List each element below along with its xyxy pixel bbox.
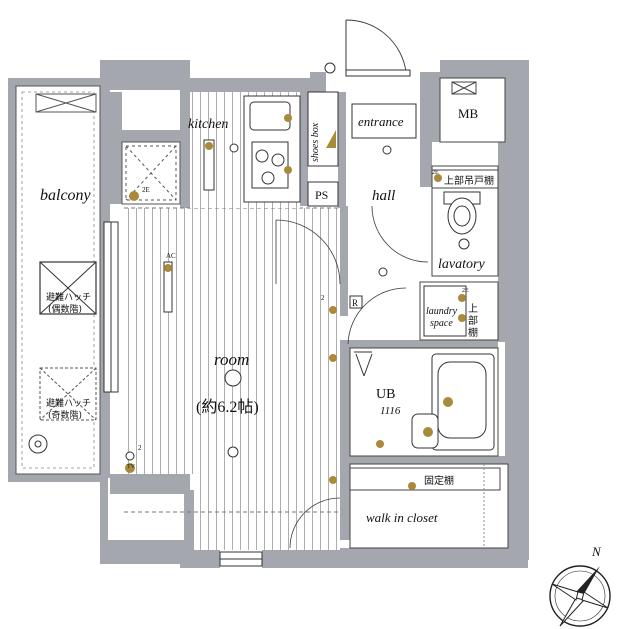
entrance-area: entrance hall xyxy=(324,19,429,345)
unit-bath-area: UB 1116 xyxy=(349,347,499,457)
svg-text:2E: 2E xyxy=(462,288,469,294)
walk-in-closet-area: 固定棚 walk in closet xyxy=(349,463,509,549)
svg-text:AC: AC xyxy=(166,252,176,260)
ps-label: PS xyxy=(315,188,328,202)
balcony-area: balcony 避難ハッチ (偶数階) 避難ハッチ (奇数階) xyxy=(15,85,101,475)
evacuation-hatch-even-icon xyxy=(39,261,97,315)
upper-shelf-label-2: 部 xyxy=(468,314,478,327)
svg-text:2E: 2E xyxy=(432,170,439,176)
upper-shelf-label-3: 棚 xyxy=(468,326,478,339)
hatch-odd-label-2: (奇数階) xyxy=(48,409,82,421)
entrance-label: entrance xyxy=(358,114,404,129)
sink-icon xyxy=(249,101,292,131)
ceiling-light-icon xyxy=(224,369,242,458)
hatch-odd-label-1: 避難ハッチ xyxy=(46,397,91,409)
shoes-box-label: shoes box xyxy=(310,122,321,162)
balcony-window xyxy=(103,221,119,393)
walk-in-closet-label: walk in closet xyxy=(366,510,438,525)
fixed-shelf-label: 固定棚 xyxy=(424,474,454,487)
outlet-icon: 2 R xyxy=(321,294,363,484)
drain-icon xyxy=(28,434,48,454)
room-label: room xyxy=(214,350,249,369)
svg-text:TV: TV xyxy=(127,464,136,470)
mb-area: MB xyxy=(439,77,506,143)
laundry-space-label-1: laundry xyxy=(426,306,458,317)
bottom-window xyxy=(219,551,263,567)
refrigerator-space-icon: 2E xyxy=(125,145,177,201)
tv-outlet-icon: TV 2 xyxy=(125,444,142,473)
toilet-icon xyxy=(443,191,481,250)
laundry-space-label-2: space xyxy=(430,318,453,329)
evacuation-hatch-odd-icon xyxy=(39,367,97,421)
shoes-box-area: shoes box PS xyxy=(307,91,339,207)
lavatory-area: 上部吊戸棚 2E lavatory xyxy=(431,165,499,277)
laundry-area: laundry space 2E 上 部 棚 xyxy=(419,281,499,341)
bathtub-icon xyxy=(431,353,495,451)
hatch-even-label-2: (偶数階) xyxy=(48,303,82,315)
lavatory-label: lavatory xyxy=(438,257,485,272)
hall-label: hall xyxy=(372,188,395,204)
room-area: room (約6.2帖) AC TV 2 2 R xyxy=(103,207,363,567)
upper-cabinet-label: 上部吊戸棚 xyxy=(444,174,494,187)
kitchen-area: 2E kitchen xyxy=(121,92,301,208)
ub-size-label: 1116 xyxy=(380,405,401,417)
air-conditioner-icon: AC xyxy=(163,252,176,313)
svg-text:2E: 2E xyxy=(142,186,150,194)
ub-label: UB xyxy=(376,387,395,402)
svg-text:2: 2 xyxy=(321,294,325,302)
north-label: N xyxy=(591,544,602,559)
balcony-label: balcony xyxy=(40,187,92,204)
entry-door xyxy=(324,19,411,77)
stove-icon xyxy=(251,141,292,189)
kitchen-light-icon xyxy=(203,139,239,191)
outdoor-unit-icon xyxy=(35,93,97,113)
room-size-label: (約6.2帖) xyxy=(196,398,259,416)
washbasin-icon xyxy=(411,413,439,449)
mb-label: MB xyxy=(458,106,479,121)
upper-shelf-label-1: 上 xyxy=(468,303,478,315)
kitchen-label: kitchen xyxy=(188,117,228,132)
north-compass-icon: N xyxy=(549,544,611,627)
svg-text:2: 2 xyxy=(138,444,142,452)
hatch-even-label-1: 避難ハッチ xyxy=(46,291,91,303)
svg-text:R: R xyxy=(352,298,358,308)
